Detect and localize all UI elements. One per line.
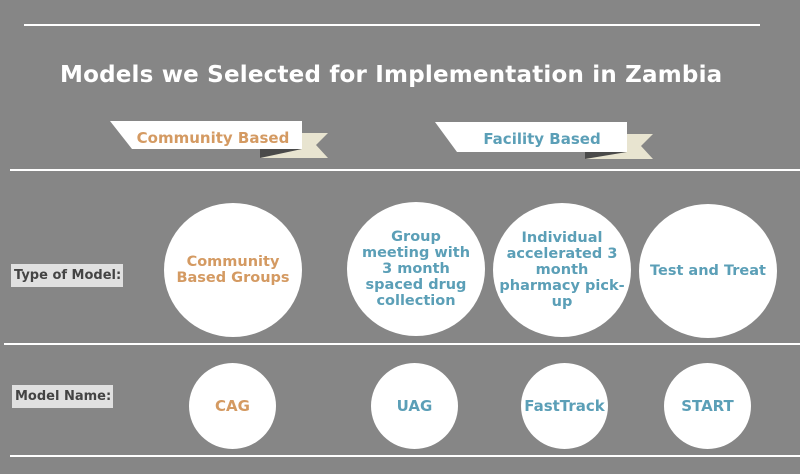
type-of-model-label: Type of Model: (11, 264, 124, 287)
model-name: UAG (396, 397, 433, 415)
type-label: Group meeting with 3 month spaced drug c… (361, 229, 471, 309)
type-label: Community Based Groups (176, 254, 290, 286)
type-label: Individual accelerated 3 month pharmacy … (499, 230, 625, 310)
name-cag: CAG (189, 363, 276, 449)
model-name-label: Model Name: (12, 385, 114, 408)
header-divider (10, 169, 800, 171)
name-fasttrack: FastTrack (521, 363, 608, 449)
model-name: CAG (215, 397, 250, 415)
top-divider (24, 24, 760, 26)
model-name: FastTrack (524, 397, 605, 415)
middle-divider (4, 343, 800, 345)
type-individual-accelerated: Individual accelerated 3 month pharmacy … (493, 203, 631, 337)
type-group-meeting: Group meeting with 3 month spaced drug c… (347, 202, 485, 336)
type-label: Test and Treat (650, 263, 766, 279)
bottom-divider (10, 455, 800, 457)
facility-ribbon-label: Facility Based (483, 130, 601, 148)
type-test-and-treat: Test and Treat (639, 204, 777, 338)
community-ribbon-label: Community Based (136, 129, 290, 147)
model-name: START (681, 397, 734, 415)
community-ribbon-shape (110, 121, 328, 158)
name-uag: UAG (371, 363, 458, 449)
facility-ribbon-shape (435, 122, 653, 159)
community-ribbon: Community Based (110, 121, 330, 161)
type-community-based-groups: Community Based Groups (164, 203, 302, 337)
page-title: Models we Selected for Implementation in… (60, 62, 723, 88)
name-start: START (664, 363, 751, 449)
facility-ribbon: Facility Based (435, 122, 655, 162)
